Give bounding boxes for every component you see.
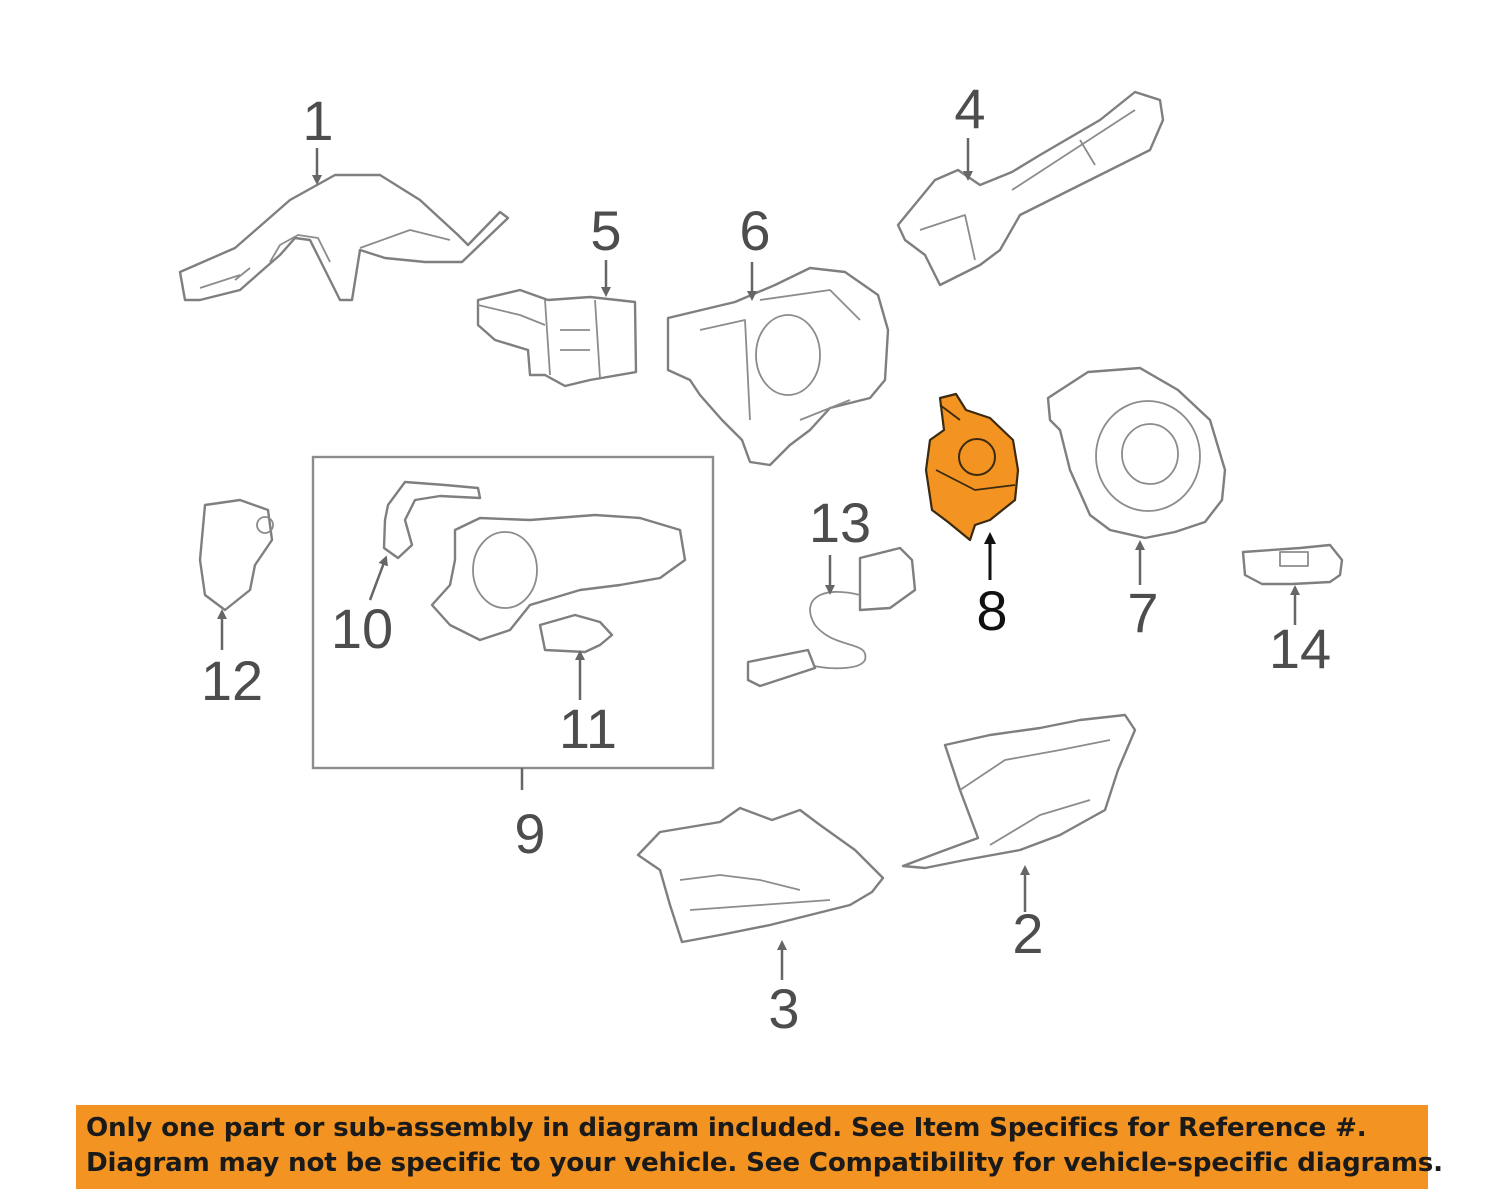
callout-10: 10 xyxy=(331,597,393,660)
part-1-upper-column-cover xyxy=(178,173,510,302)
callout-9: 9 xyxy=(514,802,545,865)
callout-2: 2 xyxy=(1012,902,1043,965)
part-9-ignition-housing xyxy=(430,513,687,642)
part-12-lock-actuator xyxy=(198,498,274,612)
part-11-switch xyxy=(538,613,614,654)
part-2-lower-trim xyxy=(901,713,1137,870)
part-7-clock-spring xyxy=(1046,366,1227,540)
part-14-ignition-cylinder xyxy=(1241,543,1344,586)
part-3-lower-column-cover xyxy=(636,806,885,944)
callout-4: 4 xyxy=(954,77,985,140)
group-9-box xyxy=(311,455,715,770)
callout-6: 6 xyxy=(739,199,770,262)
callout-13: 13 xyxy=(809,491,871,554)
callout-11: 11 xyxy=(559,697,617,760)
part-8-steering-angle-sensor xyxy=(924,392,1020,542)
disclaimer-line-2: Diagram may not be specific to your vehi… xyxy=(86,1148,1443,1178)
part-13-sensor-harness xyxy=(746,546,917,688)
part-6-switch-housing xyxy=(666,266,890,467)
disclaimer-line-1: Only one part or sub-assembly in diagram… xyxy=(86,1113,1367,1143)
callout-1: 1 xyxy=(302,89,333,152)
callout-14: 14 xyxy=(1269,617,1331,680)
callout-7: 7 xyxy=(1127,581,1158,644)
callout-8: 8 xyxy=(976,579,1007,642)
callout-5: 5 xyxy=(590,199,621,262)
disclaimer-banner: Only one part or sub-assembly in diagram… xyxy=(76,1105,1443,1189)
part-4-wiper-switch xyxy=(896,90,1165,287)
callout-3: 3 xyxy=(768,977,799,1040)
part-10-bracket xyxy=(382,480,482,560)
callout-12: 12 xyxy=(201,649,263,712)
part-5-headlamp-switch xyxy=(476,288,638,388)
